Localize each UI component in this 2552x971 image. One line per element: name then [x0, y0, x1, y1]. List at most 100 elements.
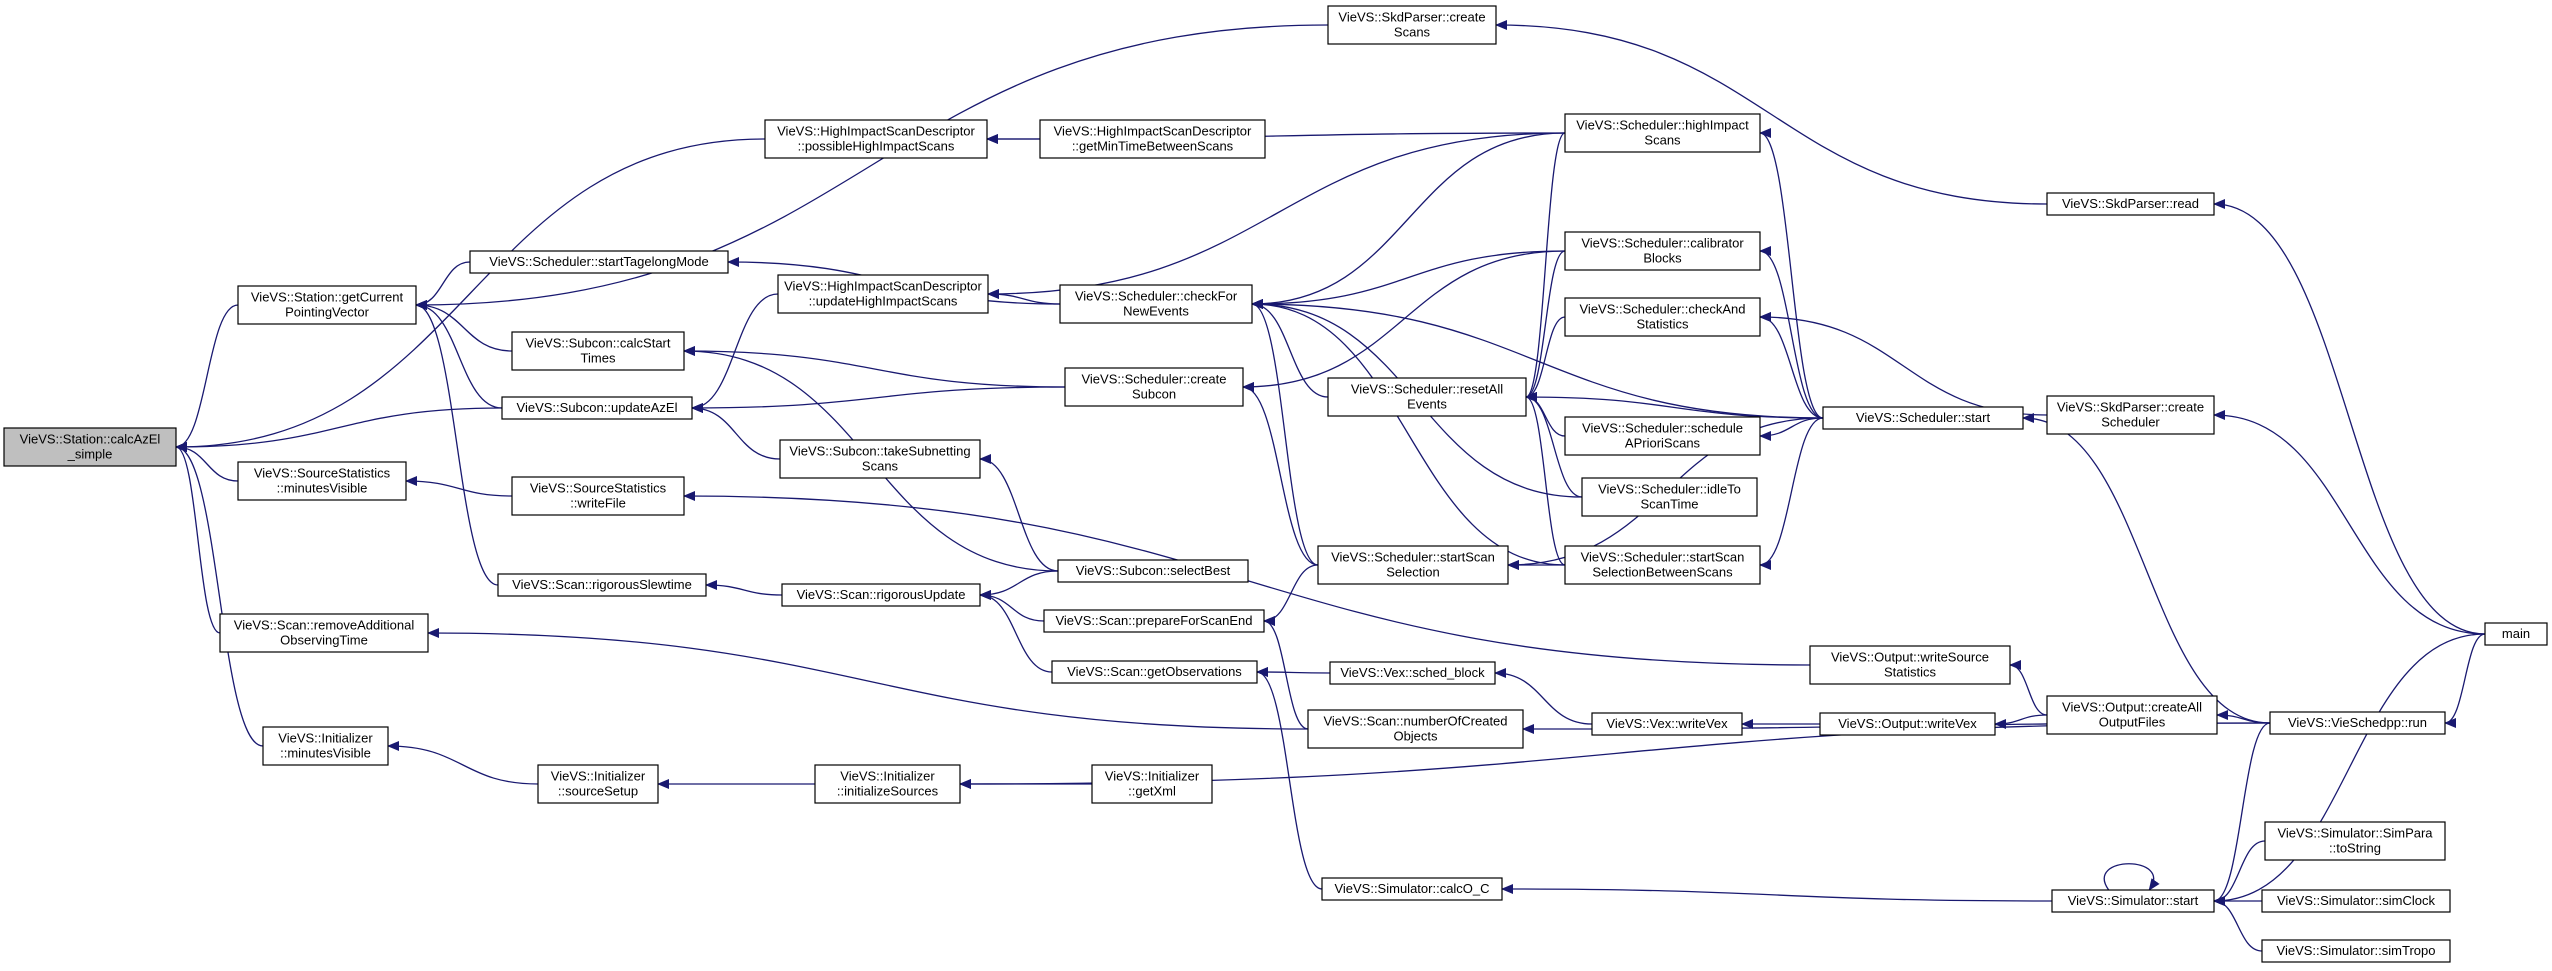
node-box [1819, 712, 1996, 736]
edge-getObservations-to-rigorousUpdate [979, 590, 1053, 673]
edge-prepareForScanEnd-to-rigorousUpdate [979, 590, 1045, 622]
node-startTagelong[interactable]: VieVS::Scheduler::startTagelongMode [469, 250, 729, 274]
node-initMinutesVisible[interactable]: VieVS::Initializer::minutesVisible [262, 726, 389, 766]
node-vieSchedppRun[interactable]: VieVS::VieSchedpp::run [2269, 711, 2446, 735]
node-simClock[interactable]: VieVS::Simulator::simClock [2261, 889, 2451, 913]
edge-path [1256, 667, 1323, 890]
edge-checkForNewEvents-to-updateHighImpact [987, 289, 1061, 305]
edge-simStart-to-simStart [2103, 863, 2160, 891]
edge-path [705, 580, 783, 596]
edge-main-to-simStart [2213, 633, 2486, 906]
node-possibleHighImpact[interactable]: VieVS::HighImpactScanDescriptor::possibl… [764, 119, 988, 159]
edge-simTropo-to-simStart [2213, 896, 2263, 952]
edge-path [1251, 250, 1566, 309]
node-getObservations[interactable]: VieVS::Scan::getObservations [1051, 660, 1258, 684]
node-startScanSelBetween[interactable]: VieVS::Scheduler::startScanSelectionBetw… [1564, 545, 1761, 585]
node-label-line: ::initializeSources [837, 784, 939, 799]
node-schedulerStart[interactable]: VieVS::Scheduler::start [1822, 406, 2024, 430]
node-selectBest[interactable]: VieVS::Subcon::selectBest [1057, 559, 1249, 583]
edge-main-to-vieSchedppRun [2444, 633, 2486, 728]
node-rigorousSlewtime[interactable]: VieVS::Scan::rigorousSlewtime [497, 573, 707, 597]
node-label-line: VieVS::Simulator::SimPara [2277, 826, 2433, 841]
node-label-line: ::possibleHighImpactScans [798, 139, 955, 154]
edge-path [387, 741, 539, 785]
node-box [1321, 877, 1503, 901]
edge-path [1525, 316, 1566, 402]
node-simTropo[interactable]: VieVS::Simulator::simTropo [2261, 939, 2451, 963]
node-removeAdditional[interactable]: VieVS::Scan::removeAdditionalObservingTi… [219, 613, 429, 653]
node-updateAzEl[interactable]: VieVS::Subcon::updateAzEl [501, 396, 693, 420]
edge-createSubcon-to-updateAzEl [691, 386, 1066, 413]
node-label-line: VieVS::Station::calcAzEl [20, 432, 161, 447]
node-label-line: VieVS::Scheduler::startScan [1331, 550, 1495, 565]
node-updateHighImpact[interactable]: VieVS::HighImpactScanDescriptor::updateH… [777, 274, 989, 314]
node-calcO_C[interactable]: VieVS::Simulator::calcO_C [1321, 877, 1503, 901]
edge-highImpactScans-to-checkForNewEvents [1251, 132, 1566, 309]
node-label-line: ::getMinTimeBetweenScans [1072, 139, 1234, 154]
node-label-line: VieVS::Scheduler::start [1856, 410, 1991, 425]
edge-path [2213, 410, 2486, 635]
node-rigorousUpdate[interactable]: VieVS::Scan::rigorousUpdate [781, 583, 981, 607]
edge-highImpactScans-to-resetAllEvents [1525, 132, 1566, 402]
edge-updateAzEl-to-getCurrentPointingVector [415, 300, 503, 409]
node-writeFile[interactable]: VieVS::SourceStatistics::writeFile [511, 476, 685, 516]
nodes-layer: VieVS::Station::calcAzEl_simpleVieVS::St… [3, 5, 2548, 963]
node-prepareForScanEnd[interactable]: VieVS::Scan::prepareForScanEnd [1043, 609, 1265, 633]
node-outputWriteVex[interactable]: VieVS::Output::writeVex [1819, 712, 1996, 736]
edge-path [175, 407, 503, 452]
node-vexWriteVex[interactable]: VieVS::Vex::writeVex [1591, 712, 1743, 736]
edge-path [2009, 660, 2048, 716]
node-label-line: VieVS::Initializer [1105, 769, 1200, 784]
edge-simParaToString-to-simStart [2213, 840, 2266, 906]
edge-selectBest-to-takeSubnetting [979, 454, 1059, 572]
node-box [1809, 645, 2011, 685]
edge-path [691, 293, 779, 413]
node-label-line: VieVS::Subcon::takeSubnetting [789, 444, 970, 459]
node-simStart[interactable]: VieVS::Simulator::start [2051, 889, 2215, 913]
node-box [1043, 609, 1265, 633]
node-sourceSetup[interactable]: VieVS::Initializer::sourceSetup [537, 764, 659, 804]
edge-skdRead-to-skdCreateScans [1495, 20, 2048, 205]
node-label-line: VieVS::Initializer [551, 769, 646, 784]
node-label-line: _simple [67, 447, 113, 462]
node-main[interactable]: main [2484, 622, 2548, 646]
node-getXml[interactable]: VieVS::Initializer::getXml [1091, 764, 1213, 804]
edge-writeFile-to-srcMinutesVisible [405, 476, 513, 497]
node-box [2261, 889, 2451, 913]
node-initializeSources[interactable]: VieVS::Initializer::initializeSources [814, 764, 961, 804]
node-srcMinutesVisible[interactable]: VieVS::SourceStatistics::minutesVisible [237, 461, 407, 501]
edge-possibleHighImpact-to-calcAzEl [175, 138, 766, 452]
node-skdRead[interactable]: VieVS::SkdParser::read [2046, 192, 2215, 216]
node-box [497, 573, 707, 597]
edge-path [979, 590, 1045, 622]
node-box [469, 250, 729, 274]
node-label-line: Selection [1386, 565, 1439, 580]
node-calcAzEl[interactable]: VieVS::Station::calcAzEl_simple [3, 427, 177, 467]
edge-checkAndStatistics-to-resetAllEvents [1525, 316, 1566, 402]
node-box [537, 764, 659, 804]
node-label-line: VieVS::Scheduler::highImpact [1576, 118, 1749, 133]
edge-path [415, 24, 1329, 310]
node-label-line: APrioriScans [1625, 436, 1701, 451]
node-getMinTime[interactable]: VieVS::HighImpactScanDescriptor::getMinT… [1039, 119, 1266, 159]
node-schedBlock[interactable]: VieVS::Vex::sched_block [1329, 661, 1496, 685]
node-label-line: VieVS::Scan::getObservations [1067, 664, 1242, 679]
node-simParaToString[interactable]: VieVS::Simulator::SimPara::toString [2264, 821, 2446, 861]
